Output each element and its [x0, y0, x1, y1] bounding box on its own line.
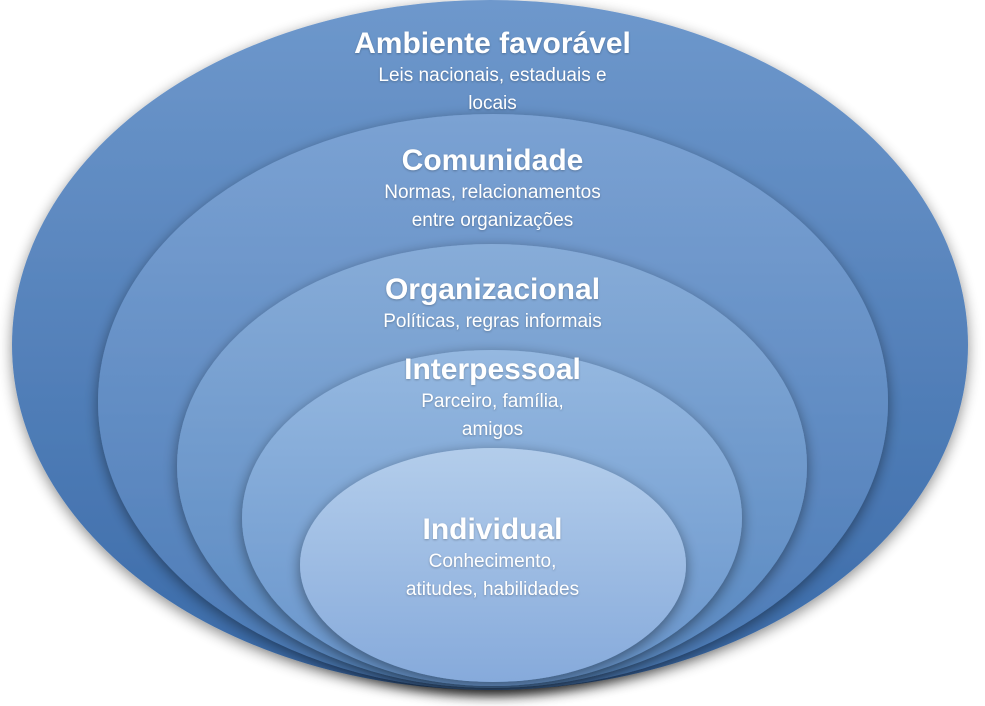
layer-label-ambiente-favoravel: Ambiente favorável Leis nacionais, estad… — [290, 26, 695, 118]
layer-description: Leis nacionais, estaduais e — [378, 65, 607, 86]
layer-label-interpessoal: Interpessoal Parceiro, família, amigos — [290, 352, 695, 444]
layer-description: Parceiro, família, — [421, 391, 564, 412]
layer-description: Políticas, regras informais — [383, 311, 602, 332]
layer-description: locais — [468, 93, 517, 114]
layer-label-individual: Individual Conhecimento, atitudes, habil… — [290, 512, 695, 604]
ellipse-individual — [300, 448, 686, 682]
layer-title: Individual — [422, 513, 563, 546]
layer-description: amigos — [461, 419, 524, 440]
layer-label-comunidade: Comunidade Normas, relacionamentos entre… — [290, 143, 695, 235]
layer-description: atitudes, habilidades — [405, 579, 580, 600]
layer-description: entre organizações — [411, 210, 574, 231]
layer-title: Interpessoal — [404, 353, 581, 386]
layer-description: Conhecimento, — [428, 551, 557, 572]
layer-title: Ambiente favorável — [354, 27, 631, 60]
layer-title: Comunidade — [401, 144, 584, 177]
layer-description: Normas, relacionamentos — [384, 182, 601, 203]
layer-label-organizacional: Organizacional Políticas, regras informa… — [290, 272, 695, 336]
layer-title: Organizacional — [384, 273, 601, 306]
